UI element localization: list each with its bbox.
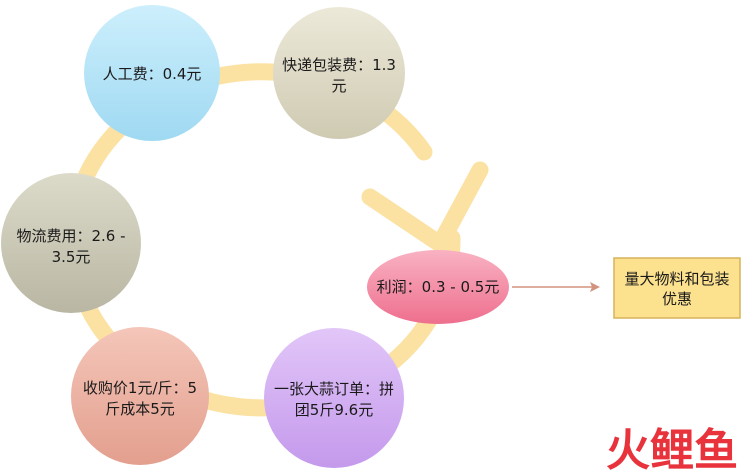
node-packaging-circle bbox=[273, 7, 405, 139]
node-profit: 利润：0.3 - 0.5元 bbox=[367, 250, 509, 324]
watermark-logo: 火鲤鱼 bbox=[606, 425, 738, 474]
ring-arrowhead-icon bbox=[361, 161, 489, 253]
node-purchase-cost: 收购价1元/斤：5 斤成本5元 bbox=[71, 327, 209, 465]
node-order-label-line2: 团5斤9.6元 bbox=[295, 401, 373, 419]
node-logistics-circle bbox=[1, 173, 141, 313]
node-order: 一张大蒜订单：拼 团5斤9.6元 bbox=[264, 328, 404, 468]
profit-to-note-arrow bbox=[512, 282, 600, 292]
node-purchase-label-line1: 收购价1元/斤：5 bbox=[83, 379, 197, 397]
node-order-circle bbox=[264, 328, 404, 468]
note-rect bbox=[613, 257, 741, 319]
node-profit-label: 利润：0.3 - 0.5元 bbox=[377, 278, 500, 296]
note-label-line1: 量大物料和包装 bbox=[624, 270, 729, 288]
node-labor-cost: 人工费：0.4元 bbox=[84, 5, 220, 141]
watermark-text: 火鲤鱼 bbox=[606, 425, 738, 474]
node-packaging-label-line1: 快递包装费：1.3 bbox=[282, 56, 396, 74]
node-labor-label: 人工费：0.4元 bbox=[103, 65, 202, 83]
note-box: 量大物料和包装 优惠 bbox=[613, 257, 741, 319]
node-logistics-cost: 物流费用：2.6 - 3.5元 bbox=[1, 173, 141, 313]
node-logistics-label-line1: 物流费用：2.6 - bbox=[16, 227, 125, 245]
node-packaging-cost: 快递包装费：1.3 元 bbox=[273, 7, 405, 139]
node-order-label-line1: 一张大蒜订单：拼 bbox=[274, 380, 394, 398]
node-profit-ellipse bbox=[367, 250, 509, 324]
node-purchase-label-line2: 斤成本5元 bbox=[105, 400, 175, 418]
node-packaging-label-line2: 元 bbox=[331, 77, 346, 95]
node-labor-circle bbox=[84, 5, 220, 141]
connector-arrowhead-icon bbox=[590, 282, 600, 292]
node-purchase-circle bbox=[71, 327, 209, 465]
note-label-line2: 优惠 bbox=[662, 290, 692, 308]
node-logistics-label-line2: 3.5元 bbox=[52, 248, 91, 266]
